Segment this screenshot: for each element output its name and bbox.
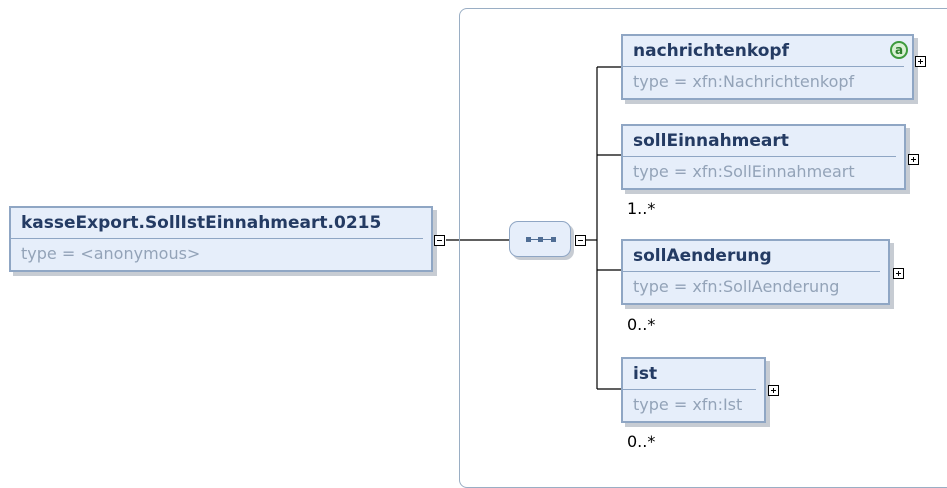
element-name: sollAenderung bbox=[623, 241, 880, 272]
attributes-icon[interactable]: a bbox=[890, 41, 908, 59]
root-element-type: type = <anonymous> bbox=[21, 244, 201, 263]
sequence-dot bbox=[551, 237, 556, 242]
sequence-dot bbox=[538, 237, 543, 242]
element-name: nachrichtenkopf a bbox=[623, 36, 908, 67]
expand-toggle-sollAenderung[interactable] bbox=[893, 268, 904, 279]
expand-toggle-nachrichtenkopf[interactable] bbox=[915, 56, 926, 67]
sequence-collapse-toggle[interactable] bbox=[575, 235, 586, 246]
connector-lines bbox=[446, 66, 621, 390]
expand-toggle-sollEinnahmeart[interactable] bbox=[908, 154, 919, 165]
element-name-text: nachrichtenkopf bbox=[633, 41, 789, 61]
element-ist[interactable]: ist type = xfn:Ist bbox=[621, 357, 766, 423]
element-type: type = xfn:Ist bbox=[633, 395, 743, 414]
sequence-compositor[interactable] bbox=[509, 221, 571, 257]
element-sollEinnahmeart[interactable]: sollEinnahmeart type = xfn:SollEinnahmea… bbox=[621, 124, 906, 190]
root-element-box[interactable]: kasseExport.SollIstEinnahmeart.0215 type… bbox=[9, 206, 433, 272]
element-type: type = xfn:SollAenderung bbox=[633, 277, 840, 296]
occurrence-label: 0..* bbox=[627, 432, 656, 451]
element-sollAenderung[interactable]: sollAenderung type = xfn:SollAenderung bbox=[621, 239, 890, 305]
element-type: type = xfn:SollEinnahmeart bbox=[633, 162, 855, 181]
occurrence-label: 1..* bbox=[627, 199, 656, 218]
element-name: ist bbox=[623, 359, 756, 390]
occurrence-label: 0..* bbox=[627, 315, 656, 334]
element-nachrichtenkopf[interactable]: nachrichtenkopf a type = xfn:Nachrichten… bbox=[621, 34, 914, 100]
root-element-name: kasseExport.SollIstEinnahmeart.0215 bbox=[11, 208, 423, 239]
element-type: type = xfn:Nachrichtenkopf bbox=[633, 72, 855, 91]
expand-toggle-ist[interactable] bbox=[768, 385, 779, 396]
sequence-dot bbox=[526, 237, 531, 242]
element-name: sollEinnahmeart bbox=[623, 126, 896, 157]
root-collapse-toggle[interactable] bbox=[434, 235, 445, 246]
schema-diagram: kasseExport.SollIstEinnahmeart.0215 type… bbox=[9, 8, 947, 488]
